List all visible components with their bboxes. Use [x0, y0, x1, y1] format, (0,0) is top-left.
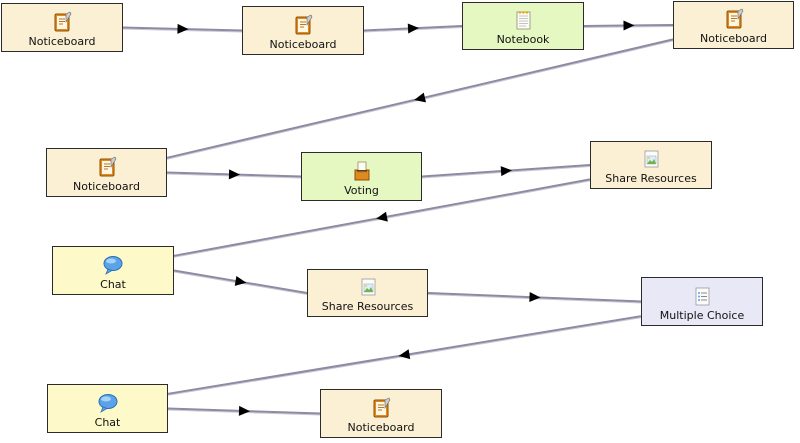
- activity-label: Noticeboard: [700, 32, 767, 45]
- arrowhead: [228, 169, 240, 180]
- activity-label: Share Resources: [605, 172, 697, 185]
- activity-node-chat-2[interactable]: Chat: [47, 384, 168, 433]
- connector-n7-n8: [173, 178, 591, 258]
- image-file-icon: [361, 278, 375, 296]
- activity-label: Share Resources: [321, 300, 414, 313]
- noticeboard-icon: [54, 11, 72, 32]
- arrowhead: [500, 166, 512, 177]
- activity-node-share-resources-2[interactable]: Share Resources: [307, 269, 428, 317]
- activity-label: Voting: [344, 184, 379, 197]
- image-file-icon: [644, 150, 659, 168]
- arrowhead: [376, 211, 388, 222]
- connector-n2-n3: [363, 23, 463, 34]
- arrowhead: [623, 20, 635, 31]
- arrowhead: [414, 92, 427, 103]
- connector-n5-n6: [166, 169, 302, 180]
- arrowhead: [238, 405, 250, 416]
- connector-n3-n4: [583, 20, 674, 31]
- connector-n1-n2: [122, 23, 243, 34]
- activity-node-noticeboard-5[interactable]: Noticeboard: [320, 389, 442, 438]
- activity-node-noticeboard-3[interactable]: Noticeboard: [673, 1, 794, 49]
- arrowhead: [177, 23, 189, 34]
- activity-node-chat-1[interactable]: Chat: [52, 246, 174, 295]
- connector-n8-n9: [173, 269, 308, 295]
- activity-label: Noticeboard: [73, 180, 140, 193]
- activity-label: Noticeboard: [347, 421, 415, 434]
- notebook-icon: [516, 11, 531, 30]
- connector-n10-n11: [167, 315, 642, 396]
- connector-n9-n10: [427, 292, 642, 304]
- activity-node-voting[interactable]: Voting: [301, 152, 422, 201]
- noticeboard-icon: [726, 8, 743, 29]
- speech-bubble-icon: [103, 256, 123, 275]
- activity-node-noticeboard-2[interactable]: Noticeboard: [242, 6, 364, 55]
- activity-node-noticeboard-4[interactable]: Noticeboard: [46, 148, 167, 197]
- arrowhead: [529, 292, 541, 303]
- arrowhead: [398, 349, 411, 360]
- activity-node-share-resources-1[interactable]: Share Resources: [590, 141, 712, 189]
- noticeboard-icon: [373, 397, 391, 418]
- activity-label: Chat: [100, 278, 126, 291]
- connector-n4-n5: [166, 38, 674, 160]
- arrowhead: [234, 275, 247, 286]
- activity-node-multiple-choice[interactable]: Multiple Choice: [641, 277, 763, 326]
- connector-n11-n12: [167, 405, 321, 416]
- activity-label: Multiple Choice: [659, 309, 745, 322]
- activity-node-noticeboard-1[interactable]: Noticeboard: [1, 3, 123, 52]
- ballot-box-icon: [354, 161, 369, 181]
- activity-node-notebook[interactable]: Notebook: [462, 2, 584, 50]
- speech-bubble-icon: [98, 394, 117, 413]
- activity-label: Noticeboard: [28, 35, 96, 48]
- activity-label: Notebook: [496, 33, 550, 46]
- noticeboard-icon: [99, 156, 116, 177]
- connector-n6-n7: [421, 164, 591, 179]
- activity-label: Noticeboard: [269, 38, 337, 51]
- checklist-icon: [695, 287, 710, 306]
- activity-label: Chat: [94, 416, 121, 429]
- noticeboard-icon: [295, 14, 313, 35]
- arrowhead: [407, 23, 419, 34]
